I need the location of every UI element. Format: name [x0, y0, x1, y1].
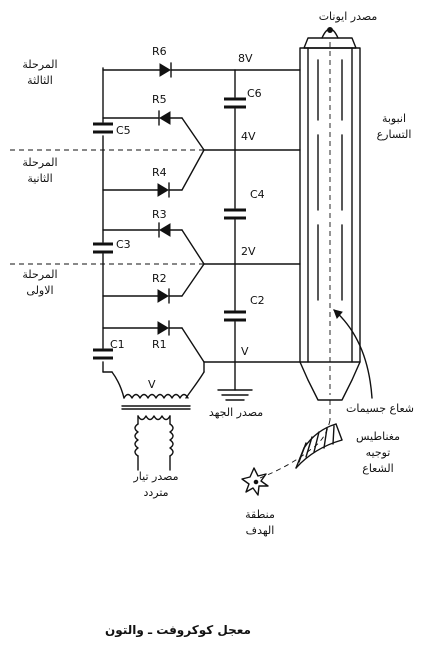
label-magnets-1: مغناطيس: [356, 430, 400, 443]
label-c5: C5: [116, 124, 131, 137]
rungs: [102, 62, 301, 363]
capacitor-c3: [93, 242, 113, 254]
voltage-4v: 4V: [241, 130, 256, 143]
target-star-icon: [241, 467, 269, 496]
ground-symbol: [217, 389, 253, 401]
transformer: [102, 361, 205, 471]
label-target-2: الهدف: [246, 524, 275, 537]
particle-beam: [259, 309, 373, 479]
label-r5: R5: [152, 93, 167, 106]
diode-r6: [159, 62, 172, 78]
label-c3: C3: [116, 238, 131, 251]
label-magnets-3: الشعاع: [362, 462, 393, 475]
label-r3: R3: [152, 208, 167, 221]
capacitor-c6: [224, 97, 246, 109]
left-rail: [93, 67, 113, 373]
capacitor-stack: [217, 69, 253, 401]
label-r4: R4: [152, 166, 167, 179]
label-stage1-2: الاولى: [26, 284, 53, 297]
label-ac-source-1: مصدر تيار: [132, 470, 178, 483]
label-c4: C4: [250, 188, 265, 201]
label-stage2-1: المرحلة: [22, 156, 57, 169]
label-ion-source: مصدر ايونات: [319, 10, 378, 23]
diode-r1: [157, 320, 170, 336]
arabic-labels: مصدر ايونات انبوبة التسارع المرحلة الثال…: [22, 10, 414, 638]
steering-magnet: [295, 423, 343, 469]
diode-r2: [157, 288, 170, 304]
label-ac-source-2: متردد: [143, 486, 168, 499]
capacitor-c2: [224, 310, 246, 322]
capacitor-c5: [93, 122, 113, 134]
label-stage1-1: المرحلة: [22, 268, 57, 281]
label-accel-tube-2: التسارع: [377, 128, 412, 141]
diode-r4: [157, 182, 170, 198]
voltage-v: V: [241, 345, 249, 358]
diode-r3: [158, 222, 171, 238]
label-c2: C2: [250, 294, 265, 307]
figure-caption: معجل كوكروفت ـ والتون: [105, 623, 251, 638]
voltage-ac: V: [148, 378, 156, 391]
label-stage3-2: الثالثة: [27, 74, 53, 87]
voltage-8v: 8V: [238, 52, 253, 65]
label-c1: C1: [110, 338, 125, 351]
voltage-2v: 2V: [241, 245, 256, 258]
label-stage2-2: الثانية: [27, 172, 52, 185]
label-r2: R2: [152, 272, 167, 285]
label-accel-tube-1: انبوبة: [382, 112, 406, 125]
label-r1: R1: [152, 338, 167, 351]
label-particle-beam: شعاع جسيمات: [346, 402, 414, 415]
capacitor-c4: [224, 208, 246, 220]
label-target-1: منطقة: [245, 508, 275, 521]
label-voltage-source: مصدر الجهد: [209, 406, 263, 419]
label-stage3-1: المرحلة: [22, 58, 57, 71]
acceleration-tube: [299, 27, 361, 401]
label-r6: R6: [152, 45, 167, 58]
diode-r5: [158, 110, 171, 126]
capacitor-c1: [93, 348, 113, 360]
label-magnets-2: توجيه: [366, 446, 391, 459]
component-labels: R6 R5 R4 R3 R2 R1 C5 C3 C1 C6 C4 C2 8V 4…: [110, 45, 265, 391]
label-c6: C6: [247, 87, 262, 100]
